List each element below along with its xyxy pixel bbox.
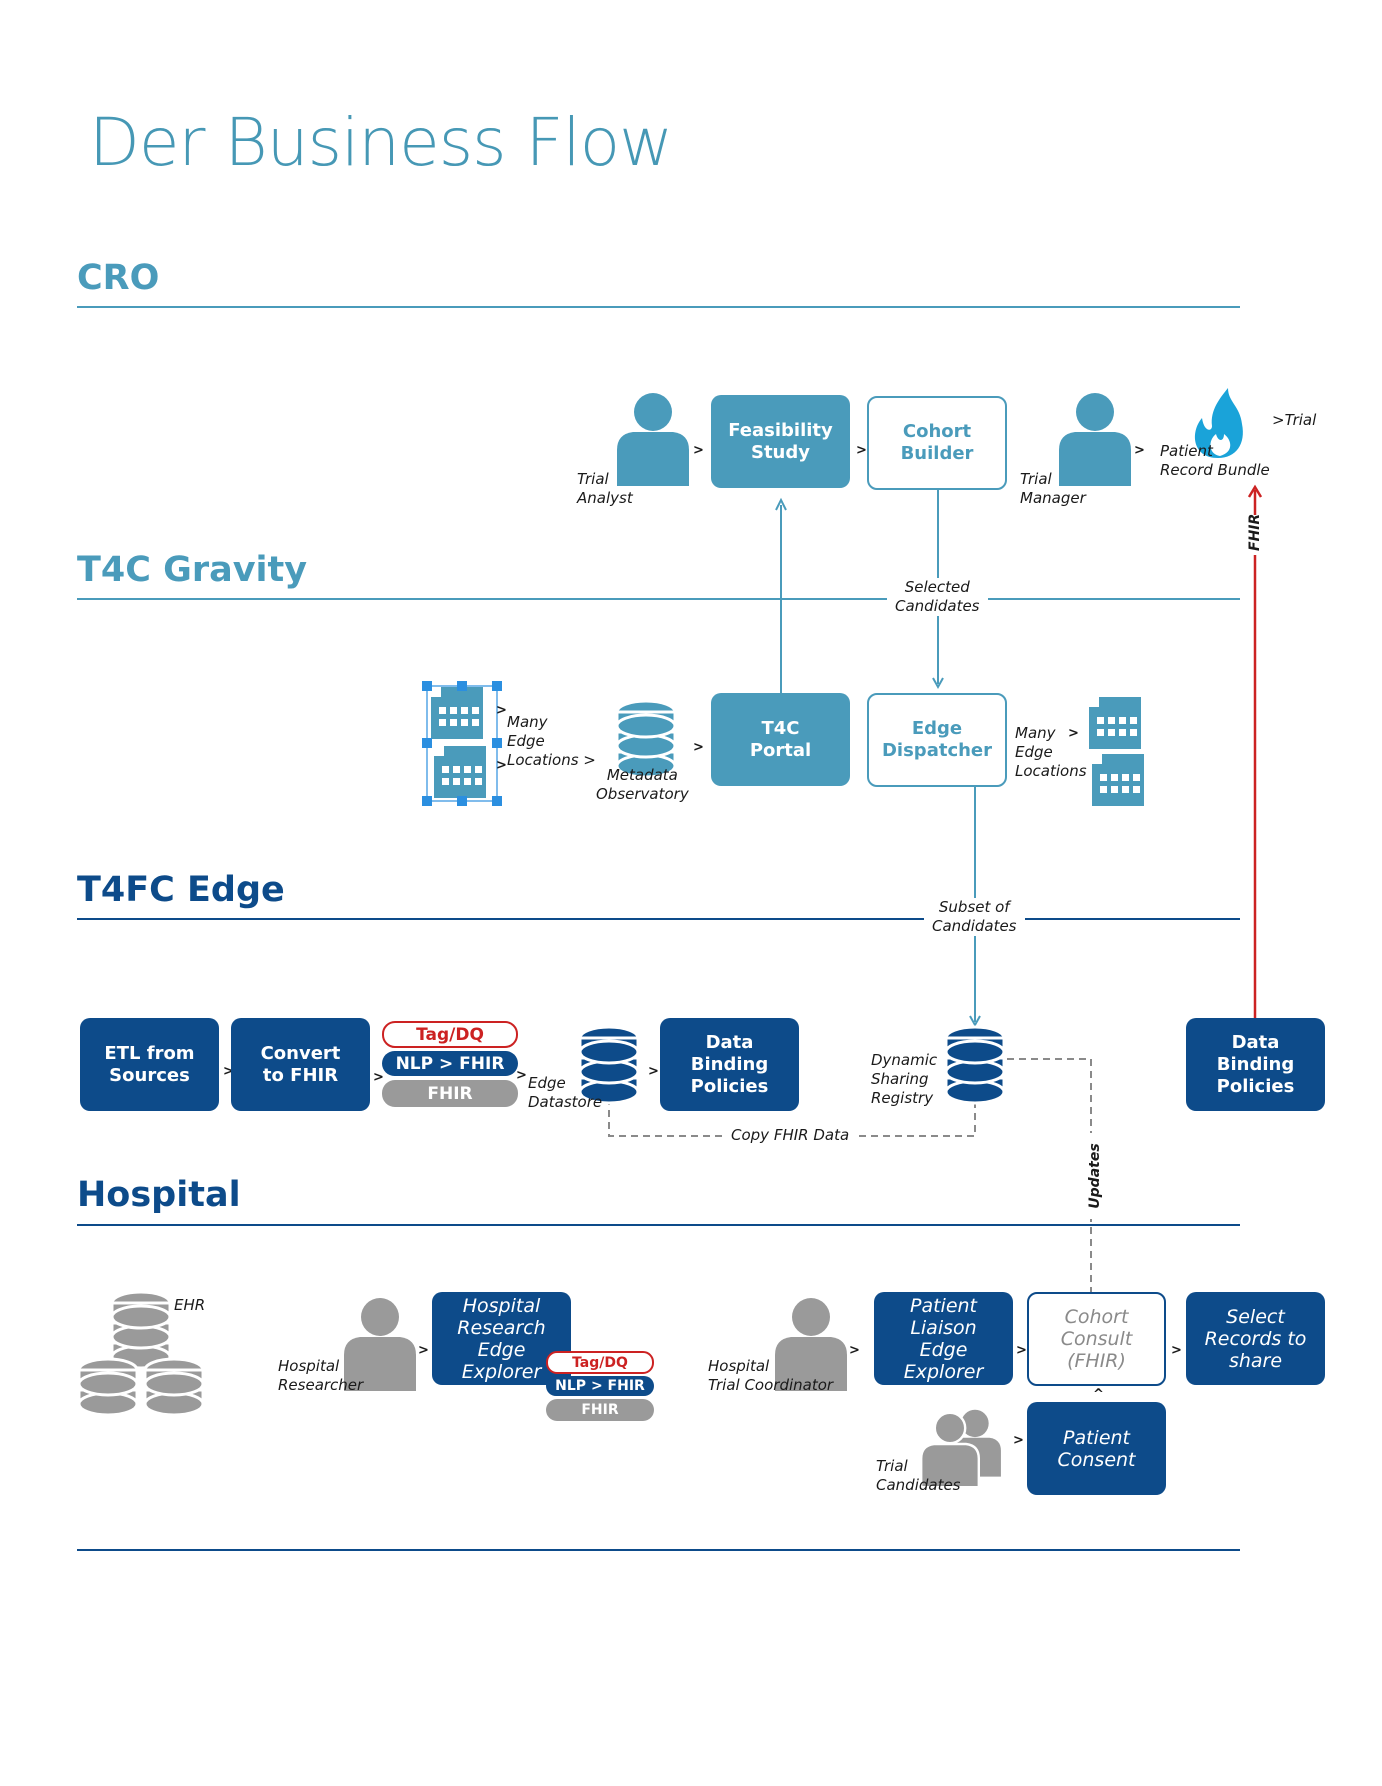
arrow-glyph: > (496, 703, 507, 718)
section-heading-hospital: Hospital (77, 1175, 241, 1215)
section-lines (77, 306, 1240, 1551)
fhir-flame-icon (1194, 388, 1243, 458)
tag-dq-pill: Tag/DQ (382, 1021, 518, 1048)
page-title: Der Business Flow (89, 104, 673, 181)
section-heading-cro: CRO (77, 258, 160, 298)
updates-label: Updates (1087, 1133, 1103, 1219)
arrow-glyph: > (1016, 1343, 1027, 1358)
selection-handles (422, 681, 502, 806)
portal-to-feasibility-arrowhead (775, 497, 787, 511)
arrow-glyph: > (648, 1064, 659, 1079)
dispatcher-to-registry-arrowhead (969, 1015, 981, 1028)
arrow-glyph: > (223, 1064, 234, 1079)
edge-locations-left-building-icons (431, 687, 486, 798)
edge-locations-right-building-icons (1089, 697, 1144, 806)
arrow-glyph: > (418, 1343, 429, 1358)
fhir-link-label: FHIR (1247, 514, 1263, 555)
trial-tag-label: >Trial (1272, 411, 1317, 429)
fhir-pill: FHIR (382, 1080, 518, 1107)
arrow-glyph: > (849, 1343, 860, 1358)
nlp-fhir-pill: NLP > FHIR (382, 1051, 518, 1076)
arrow-glyph: > (373, 1070, 384, 1085)
arrow-glyph: > (1013, 1433, 1024, 1448)
section-heading-gravity: T4C Gravity (77, 550, 308, 590)
arrow-glyph: > (516, 1068, 527, 1083)
fhir-red-arrowhead (1247, 484, 1263, 498)
dynamic-sharing-registry-database-icon (944, 1025, 1006, 1105)
arrow-glyph: > (1171, 1343, 1182, 1358)
tag-dq-pill-small: Tag/DQ (546, 1351, 654, 1374)
arrow-glyph: > (496, 758, 507, 773)
ehr-label: EHR (174, 1296, 206, 1314)
arrow-glyph: > (856, 443, 867, 458)
arrow-glyph: > (1134, 443, 1145, 458)
updates-dashed (1007, 1058, 1092, 1292)
cohort-to-dispatcher-arrowhead (932, 677, 944, 690)
arrow-glyph: > (693, 740, 704, 755)
caret-up-glyph: ^ (1093, 1387, 1104, 1402)
copy-fhir-data-label: Copy FHIR Data (723, 1126, 858, 1145)
section-heading-edge: T4FC Edge (77, 870, 285, 910)
nlp-fhir-pill-small: NLP > FHIR (546, 1376, 654, 1396)
arrow-glyph: > (1068, 726, 1079, 741)
fhir-pill-small: FHIR (546, 1399, 654, 1421)
arrow-glyph: > (693, 443, 704, 458)
